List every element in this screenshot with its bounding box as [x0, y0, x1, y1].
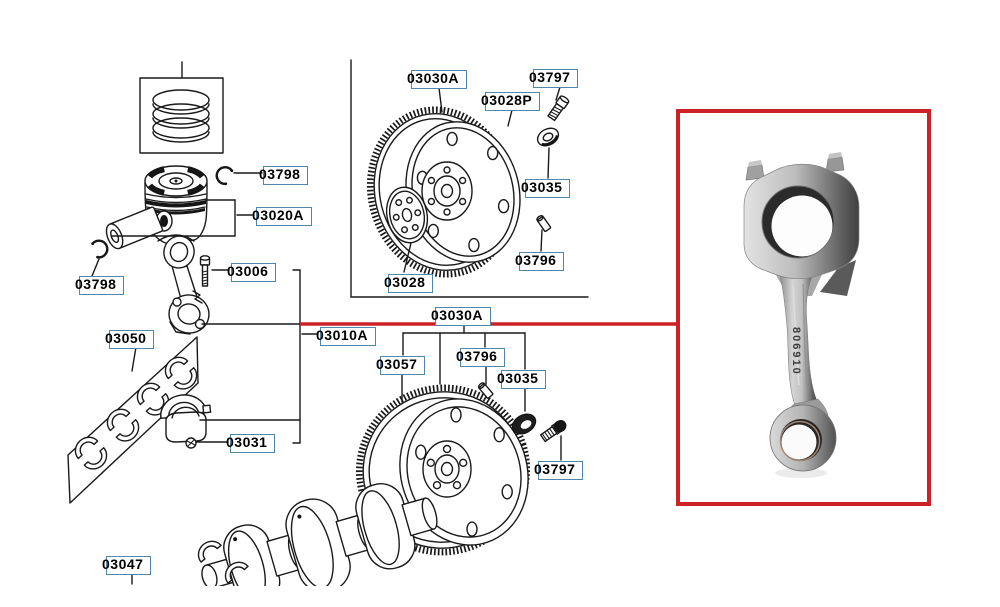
part-number: 03797: [534, 461, 576, 477]
part-label-03030A-mid[interactable]: 03030A: [431, 307, 492, 326]
part-label-03796-top[interactable]: 03796: [515, 252, 565, 271]
part-label-03047[interactable]: 03047: [102, 556, 152, 575]
flywheel-bolt-top-drawing: [547, 95, 570, 122]
part-label-03035-top[interactable]: 03035: [521, 179, 571, 198]
piston-rings-drawing: [139, 61, 224, 154]
part-number: 03020A: [252, 207, 305, 223]
part-label-03057[interactable]: 03057: [376, 356, 426, 375]
collar-mid-drawing: [511, 413, 537, 435]
part-label-03020A[interactable]: 03020A: [252, 207, 313, 226]
part-number: 03028: [384, 274, 426, 290]
part-label-03035-mid[interactable]: 03035: [497, 370, 547, 389]
part-label-03797-top[interactable]: 03797: [529, 69, 579, 88]
rod-stamp-number: 806910: [790, 327, 802, 376]
part-number: 03028P: [481, 92, 533, 108]
dowel-pin-top-drawing: [536, 214, 552, 233]
part-number: 03050: [105, 330, 147, 346]
part-label-03010A[interactable]: 03010A: [316, 327, 377, 346]
part-number: 03057: [376, 356, 418, 372]
crankshaft-drawing: [197, 483, 438, 586]
part-label-03798-top[interactable]: 03798: [259, 166, 309, 185]
piston-pin-drawing: [105, 206, 164, 250]
rod-bolt-drawing: [192, 255, 211, 304]
part-number: 03797: [529, 69, 571, 85]
part-number: 03030A: [431, 307, 484, 323]
part-number: 03030A: [407, 70, 460, 86]
snap-ring-left-drawing: [91, 239, 109, 259]
inset-frame: [350, 59, 589, 298]
part-label-03050[interactable]: 03050: [105, 330, 155, 349]
part-label-03031[interactable]: 03031: [226, 434, 276, 453]
part-number: 03031: [226, 434, 268, 450]
part-number: 03796: [456, 348, 498, 364]
flywheel-bolt-mid-drawing: [539, 419, 567, 443]
part-number: 03010A: [316, 327, 369, 343]
connecting-rod-photo: 806910: [743, 152, 860, 478]
flywheel-top-drawing: [366, 106, 521, 278]
part-label-03006[interactable]: 03006: [227, 263, 277, 282]
part-number: 03035: [497, 370, 539, 386]
snap-ring-top-drawing: [215, 166, 234, 186]
part-number: 03047: [102, 556, 144, 572]
leader-lines: [91, 86, 562, 585]
part-number: 03035: [521, 179, 563, 195]
part-number: 03796: [515, 252, 557, 268]
part-number: 03006: [227, 263, 269, 279]
part-label-03028P[interactable]: 03028P: [481, 92, 541, 111]
collar-top-drawing: [536, 127, 560, 147]
part-label-03798-left[interactable]: 03798: [75, 276, 125, 295]
part-label-03030A-top[interactable]: 03030A: [407, 70, 468, 89]
part-number: 03798: [259, 166, 301, 182]
rod-bearing-cap-drawing: [160, 394, 212, 449]
part-label-03796-mid[interactable]: 03796: [456, 348, 506, 367]
part-label-03028[interactable]: 03028: [384, 274, 434, 293]
part-number: 03798: [75, 276, 117, 292]
dowel-pin-mid-drawing: [477, 382, 494, 399]
connecting-rod-drawing: [163, 235, 210, 335]
part-label-03797-mid[interactable]: 03797: [534, 461, 584, 480]
highlight-box: [676, 109, 931, 506]
adapter-plate-drawing: [385, 186, 429, 244]
